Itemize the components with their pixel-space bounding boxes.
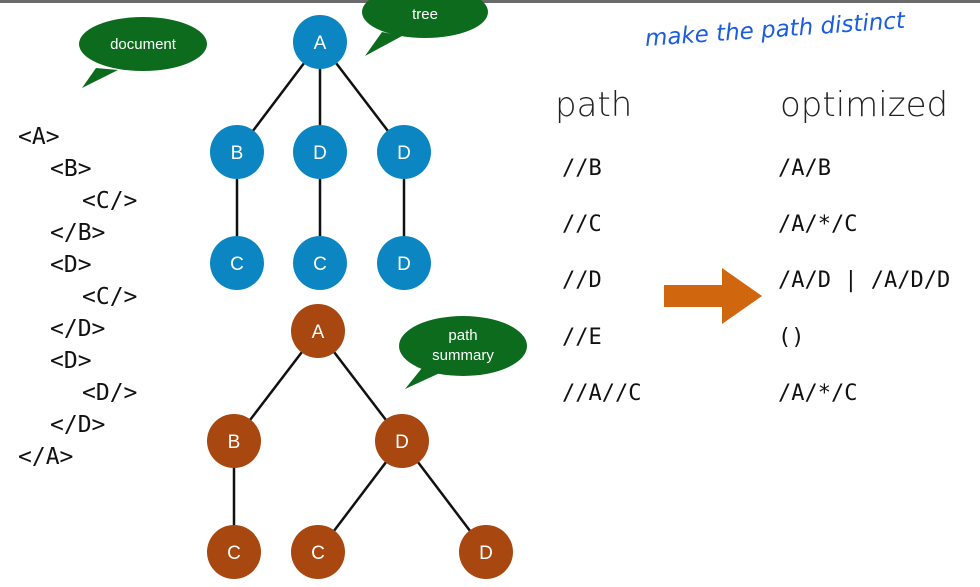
- xml-line: <C/>: [82, 188, 138, 214]
- summary-node-circle: [291, 304, 345, 358]
- summary-node: D: [375, 414, 429, 468]
- summary-node-label: C: [227, 543, 241, 564]
- summary-node: C: [207, 525, 261, 579]
- tree-node-circle: [377, 236, 431, 290]
- xml-line: <D>: [50, 252, 92, 278]
- tree-node-label: C: [230, 254, 244, 275]
- tree-node-circle: [293, 125, 347, 179]
- summary-node: D: [459, 525, 513, 579]
- summary-node-label: D: [395, 432, 409, 453]
- tree-node-label: A: [314, 33, 327, 54]
- path-summary-bubble-body: [399, 316, 527, 376]
- tree-node-circle: [293, 15, 347, 69]
- xml-line: <A>: [18, 124, 60, 150]
- optimized-cell: (): [778, 325, 805, 350]
- tree-node-label: D: [397, 254, 411, 275]
- xml-line: <D>: [50, 348, 92, 374]
- xml-line: <B>: [50, 156, 92, 182]
- summary-node-circle: [207, 525, 261, 579]
- summary-node-label: C: [311, 543, 325, 564]
- top-border: [0, 0, 980, 3]
- path-summary-bubble-label-line2: summary: [432, 347, 494, 364]
- tree-node-label: D: [397, 143, 411, 164]
- path-cell: //E: [562, 325, 602, 350]
- path-summary-bubble-label-line1: path: [448, 327, 477, 344]
- optimized-cell: /A/*/C: [778, 381, 858, 406]
- tree-node: B: [210, 125, 264, 179]
- tree-node: D: [293, 125, 347, 179]
- summary-node-circle: [207, 414, 261, 468]
- xml-line: </B>: [50, 220, 106, 246]
- document-bubble: document: [79, 17, 207, 88]
- path-cell: //A//C: [562, 381, 642, 406]
- tree-node: D: [377, 125, 431, 179]
- summary-node-label: D: [479, 543, 493, 564]
- tree-node-circle: [293, 236, 347, 290]
- path-summary-bubble: path summary: [399, 316, 527, 389]
- summary-node: C: [291, 525, 345, 579]
- tree-bubble: tree: [362, 0, 488, 56]
- tree-node-label: B: [231, 143, 244, 164]
- path-cell: //D: [562, 268, 602, 293]
- summary-node-label: A: [312, 322, 325, 343]
- optimized-cell: /A/D | /A/D/D: [778, 268, 951, 293]
- xml-line: </D>: [50, 412, 106, 438]
- document-bubble-label: document: [110, 36, 177, 53]
- summary-node: B: [207, 414, 261, 468]
- path-cell: //C: [562, 212, 602, 237]
- optimized-cell: /A/B: [778, 156, 831, 181]
- summary-node-circle: [459, 525, 513, 579]
- tree-bubble-label: tree: [412, 6, 438, 23]
- path-column-header: path: [555, 85, 633, 125]
- tree-node-circle: [210, 236, 264, 290]
- tree-node-label: C: [313, 254, 327, 275]
- tree-node-circle: [210, 125, 264, 179]
- summary-node: A: [291, 304, 345, 358]
- tree-node-circle: [377, 125, 431, 179]
- tree-bubble-tail: [365, 32, 402, 56]
- xml-line: <C/>: [82, 284, 138, 310]
- optimized-cell: /A/*/C: [778, 212, 858, 237]
- xml-line: </D>: [50, 316, 106, 342]
- path-cell: //B: [562, 156, 602, 181]
- summary-node-circle: [291, 525, 345, 579]
- summary-node-circle: [375, 414, 429, 468]
- right-arrow-icon: [664, 268, 762, 324]
- tree-node-label: D: [313, 143, 327, 164]
- document-bubble-tail: [82, 68, 118, 88]
- tree-node: A: [293, 15, 347, 69]
- tree-node: C: [210, 236, 264, 290]
- optimized-column-header: optimized: [780, 85, 949, 125]
- summary-node-label: B: [228, 432, 241, 453]
- tree-node: C: [293, 236, 347, 290]
- tree-node: D: [377, 236, 431, 290]
- tree-bubble-body: [362, 0, 488, 38]
- document-bubble-body: [79, 17, 207, 71]
- path-summary-bubble-tail: [405, 368, 442, 389]
- xml-line: <D/>: [82, 380, 138, 406]
- xml-line: </A>: [18, 444, 74, 470]
